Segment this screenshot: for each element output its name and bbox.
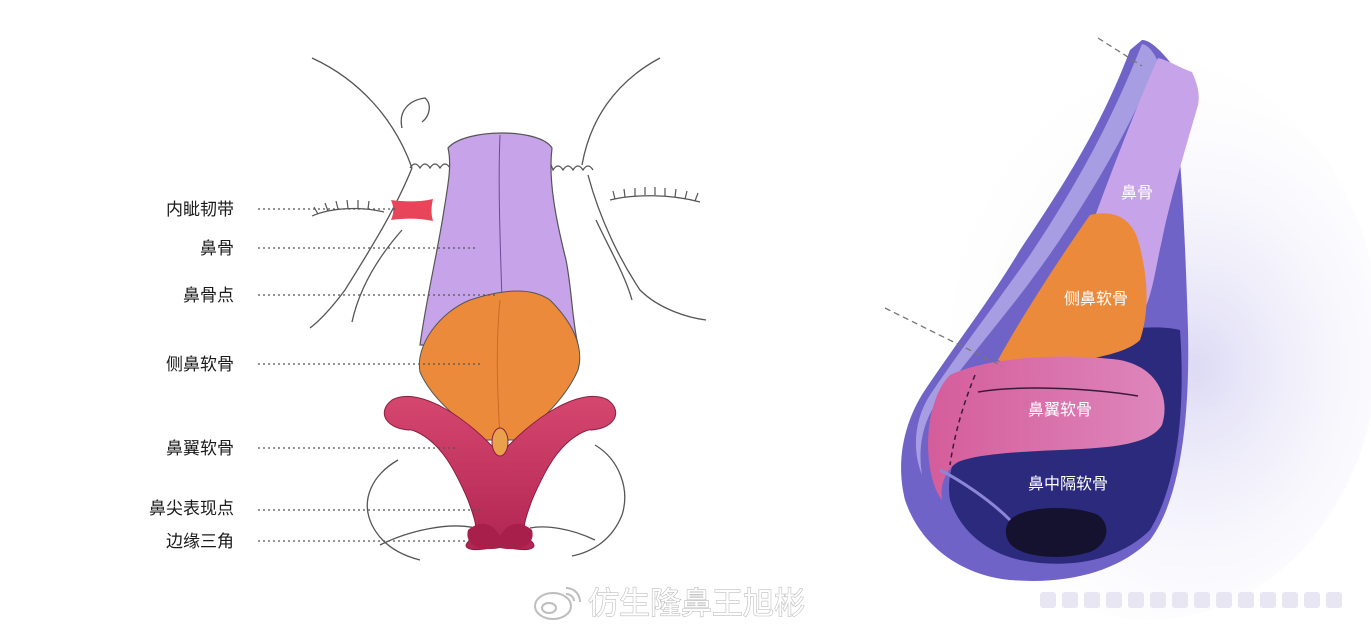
nasal-bone-midline [498, 134, 503, 301]
side-view-labels: 鼻骨 侧鼻软骨 鼻翼软骨 鼻中隔软骨 [1028, 183, 1153, 493]
alar-dashed-line [949, 374, 976, 466]
side-view-diagram [884, 37, 1371, 620]
nasal-bone-front [419, 132, 579, 346]
side-label-nasal-bone: 鼻骨 [1121, 183, 1153, 202]
watermark-text: 仿生隆鼻王旭彬 [588, 586, 805, 622]
weibo-icon [534, 587, 581, 620]
side-label-alar-cartilage: 鼻翼软骨 [1028, 400, 1092, 419]
nostril [1005, 508, 1107, 557]
label-text: 鼻骨 [200, 239, 234, 259]
label-alar-cartilage: 鼻翼软骨 [166, 439, 458, 459]
front-view-diagram [309, 57, 707, 561]
label-nasion-point: 鼻骨点 [183, 286, 498, 306]
canthal-ligament-marker [391, 199, 433, 221]
label-soft-triangle: 边缘三角 [166, 532, 470, 552]
eyelashes [311, 187, 701, 217]
side-guide-line-mid [884, 307, 1003, 367]
label-text: 侧鼻软骨 [166, 355, 234, 375]
watermark: 仿生隆鼻王旭彬 [534, 585, 806, 623]
nasal-tip-point [491, 427, 509, 457]
alar-inner-line [977, 387, 1139, 397]
face-outline [309, 57, 707, 561]
side-skin-highlight [915, 44, 1158, 475]
label-nasal-bone: 鼻骨 [200, 239, 478, 259]
label-medial-canthal-ligament: 内眦韧带 [166, 200, 395, 220]
label-text: 鼻翼软骨 [166, 439, 234, 459]
label-lateral-cartilage: 侧鼻软骨 [166, 355, 482, 375]
side-label-lateral-cartilage: 侧鼻软骨 [1064, 289, 1128, 308]
side-label-septal-cartilage: 鼻中隔软骨 [1028, 474, 1108, 493]
side-guide-line-top [1097, 37, 1143, 67]
alar-base [939, 468, 1012, 522]
label-tip-defining-point: 鼻尖表现点 [149, 499, 480, 519]
lateral-cartilage-side [998, 213, 1147, 365]
label-text: 鼻尖表现点 [149, 499, 234, 519]
label-text: 鼻骨点 [183, 286, 234, 306]
columella-tip [467, 523, 533, 550]
front-view-labels: 内眦韧带 鼻骨 鼻骨点 侧鼻软骨 鼻翼软骨 鼻尖表现点 边缘三角 [149, 200, 498, 552]
lateral-cartilage-crease [496, 299, 501, 441]
label-text: 内眦韧带 [166, 200, 234, 220]
blurred-strip [1040, 592, 1342, 608]
label-text: 边缘三角 [166, 532, 234, 552]
